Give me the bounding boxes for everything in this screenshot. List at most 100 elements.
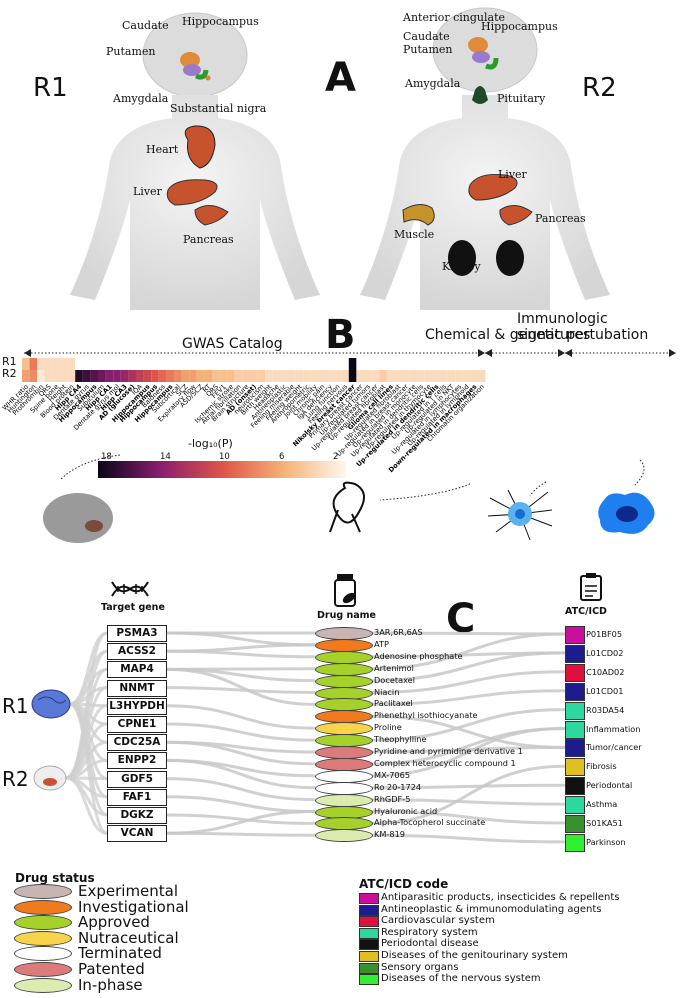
r2-brain-icon xyxy=(33,765,67,791)
c-r2-label: R2 xyxy=(2,767,29,791)
status-swatch xyxy=(14,884,72,899)
heatmap-cell-r2 xyxy=(151,370,159,382)
drug-label: Phenethyl isothiocyanate xyxy=(374,710,478,721)
heatmap-cell-r1 xyxy=(424,358,433,370)
status-swatch xyxy=(14,899,72,915)
heatmap-row-r2: R2 xyxy=(2,367,17,380)
colorbar xyxy=(98,461,346,478)
r2-hippocampus-label: Hippocampus xyxy=(481,20,558,33)
heatmap-cell-r2 xyxy=(242,370,250,382)
heatmap-cell-r1 xyxy=(402,358,410,370)
edge-gene-drug xyxy=(165,631,316,647)
heatmap-cell-r1 xyxy=(257,358,266,370)
heatmap-cell-r1 xyxy=(82,358,91,370)
atc-label: L01CD01 xyxy=(586,685,624,696)
edge-gene-drug xyxy=(165,758,316,778)
edge-drug-atc xyxy=(370,714,566,749)
heatmap-cell-r1 xyxy=(280,358,288,370)
edge-drug-atc xyxy=(370,689,566,706)
heatmap-cell-r2 xyxy=(120,370,129,382)
atc-label: S01KA51 xyxy=(586,818,623,828)
r1-amygdala-label: Amygdala xyxy=(113,92,169,105)
heatmap-cell-r1 xyxy=(371,358,380,370)
chemical-section-label: Chemical & genetic pertubation xyxy=(425,327,649,343)
edge-drug-atc xyxy=(370,810,566,825)
r1-label: R1 xyxy=(33,73,68,103)
heatmap-cell-r2 xyxy=(303,370,311,382)
heatmap-cell-r1 xyxy=(242,358,250,370)
heatmap-cell-r2 xyxy=(166,370,174,382)
drug-label: Ro 20-1724 xyxy=(374,781,422,792)
pituitary-shape xyxy=(472,86,488,104)
status-swatch xyxy=(14,915,72,931)
heatmap-cell-r2 xyxy=(295,370,304,382)
heatmap-cell-r2 xyxy=(265,370,273,382)
clipboard-icon xyxy=(580,573,602,601)
atc-label: Fibrosis xyxy=(586,761,617,772)
drug-label: ATP xyxy=(374,638,389,649)
edge-gene-drug xyxy=(165,686,316,694)
gene-box-cpne1: CPNE1 xyxy=(107,716,167,733)
atc-icd-header: ATC/ICD xyxy=(565,606,607,617)
atc-code-label: Diseases of the nervous system xyxy=(381,973,541,985)
atc-code-label: Respiratory system xyxy=(381,926,478,938)
heatmap-cell-r2 xyxy=(90,370,98,382)
heatmap-row-r1: R1 xyxy=(2,355,17,368)
drug-label: MX-7065 xyxy=(374,769,411,780)
colorbar-tick-6: 6 xyxy=(279,452,285,462)
heatmap-cell-r2 xyxy=(204,370,212,382)
r1-liver-label: Liver xyxy=(133,185,162,198)
heatmap-cell-r2 xyxy=(219,370,228,382)
drug-node xyxy=(315,650,373,664)
heatmap-cell-r2 xyxy=(67,370,76,382)
gene-box-gdf5: GDF5 xyxy=(107,770,167,788)
colorbar-tick-10: 10 xyxy=(219,452,230,462)
drug-node xyxy=(315,793,373,807)
heatmap-cell-r1 xyxy=(394,358,402,370)
atc-code-label: Diseases of the genitourinary system xyxy=(381,950,568,961)
r1-heart-label: Heart xyxy=(146,143,179,156)
panel-b-letter: B xyxy=(325,312,356,358)
heatmap-cell-r2 xyxy=(470,370,478,382)
heatmap-cell-r1 xyxy=(44,358,53,370)
heatmap-cell-r1 xyxy=(60,358,68,370)
heatmap-cell-r1 xyxy=(409,358,418,370)
heatmap-cell-r2 xyxy=(326,370,334,382)
r2-pancreas-label: Pancreas xyxy=(535,212,586,225)
heatmap-cell-r2 xyxy=(462,370,471,382)
target-gene-header: Target gene xyxy=(101,602,165,613)
heatmap-cell-r2 xyxy=(440,370,448,382)
dna-icon xyxy=(111,581,149,597)
atc-label: L01CD02 xyxy=(586,647,624,658)
heatmap-cell-r2 xyxy=(227,370,235,382)
brain-connector xyxy=(59,454,121,481)
edge-gene-drug xyxy=(165,649,316,659)
heatmap-cell-r2 xyxy=(136,370,144,382)
heatmap-cell-r1 xyxy=(105,358,114,370)
heatmap-cell-r1 xyxy=(440,358,448,370)
heatmap-cell-r2 xyxy=(98,370,106,382)
heatmap-cell-r1 xyxy=(67,358,76,370)
heatmap-cell-r2 xyxy=(280,370,288,382)
heatmap-cell-r1 xyxy=(75,358,83,370)
drug-label: Complex heterocyclic compound 1 xyxy=(374,757,516,768)
status-swatch xyxy=(14,930,72,946)
edge-drug-atc xyxy=(370,708,566,742)
gene-box-map4: MAP4 xyxy=(107,661,167,679)
r1-hippocampus-label: Hippocampus xyxy=(182,15,259,28)
c-r1-label: R1 xyxy=(2,694,29,718)
heatmap-cell-r1 xyxy=(90,358,98,370)
colorbar-tick-2: 2 xyxy=(333,452,339,462)
heatmap-cell-r1 xyxy=(212,358,220,370)
heatmap-cell-r2 xyxy=(478,370,486,382)
edge-gene-drug xyxy=(165,667,316,706)
heatmap-cell-r1 xyxy=(455,358,463,370)
heatmap-cell-r2 xyxy=(364,370,372,382)
heatmap-cell-r2 xyxy=(310,370,319,382)
atc-label: P01BF05 xyxy=(586,629,623,639)
heatmap-cell-r1 xyxy=(166,358,174,370)
atc-node xyxy=(565,815,585,833)
liver-shape xyxy=(166,179,218,206)
chromosome-icon xyxy=(329,481,365,533)
